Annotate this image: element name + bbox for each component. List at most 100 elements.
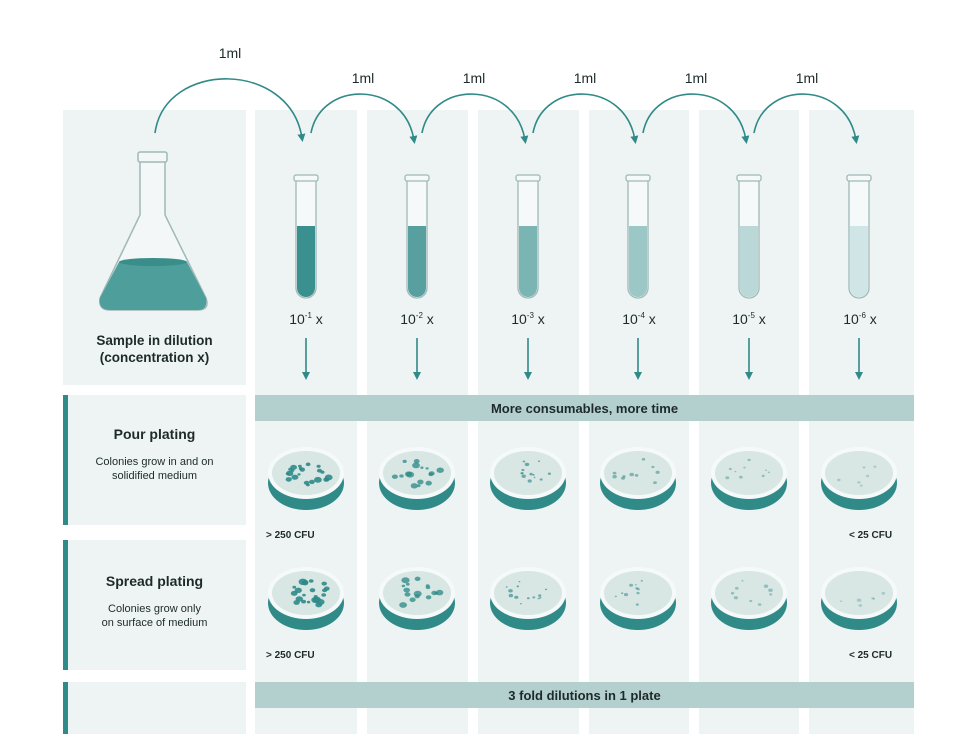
colony <box>505 586 508 588</box>
colony <box>414 576 421 581</box>
colony <box>520 472 524 475</box>
colony <box>402 459 407 463</box>
colony <box>741 579 744 582</box>
bottom-left-panel <box>63 682 246 734</box>
colony <box>623 593 629 597</box>
colony <box>730 591 735 595</box>
colony <box>769 593 773 596</box>
colony <box>403 587 411 593</box>
petri-dish-medium <box>494 451 562 495</box>
spread-cfu-high: > 250 CFU <box>266 650 315 661</box>
colony <box>547 472 552 475</box>
dilution-label-5: 10-5 x <box>732 311 766 327</box>
spread-plating-title: Spread plating <box>105 573 204 589</box>
transfer-arc-icon <box>753 93 860 144</box>
colony <box>391 474 398 479</box>
colony <box>413 590 422 597</box>
colony <box>401 577 410 584</box>
transfer-arc-icon <box>310 93 418 144</box>
pour-desc-line2: solidified medium <box>112 470 197 482</box>
colony <box>858 604 863 607</box>
colony <box>316 468 323 473</box>
colony <box>404 592 411 597</box>
dilution-label-6: 10-6 x <box>843 311 877 327</box>
test-tube-icon <box>736 174 762 299</box>
colony <box>765 469 768 471</box>
pour-panel <box>63 395 246 525</box>
colony <box>532 474 535 476</box>
colony <box>539 596 542 599</box>
spread-cfu-low: < 25 CFU <box>849 650 893 661</box>
colony <box>747 458 751 462</box>
test-tube-rim <box>846 174 872 182</box>
petri-dish-icon <box>379 447 455 510</box>
colony <box>314 476 322 483</box>
petri-dish-icon <box>600 447 676 510</box>
colony <box>425 585 431 590</box>
colony <box>302 593 306 597</box>
colony <box>725 476 730 480</box>
colony <box>537 597 540 600</box>
colony <box>410 483 418 489</box>
colony <box>641 458 646 461</box>
colony <box>529 472 533 476</box>
colony <box>653 481 657 484</box>
colony <box>412 462 420 469</box>
colony <box>524 462 530 467</box>
colony <box>857 481 861 484</box>
transfer-label-2: 1ml <box>462 70 486 86</box>
colony <box>321 593 327 597</box>
colony <box>413 459 420 464</box>
pour-accent <box>63 395 68 525</box>
test-tube-icon <box>293 174 319 299</box>
colony <box>322 588 328 593</box>
test-tube-liquid <box>408 226 426 297</box>
transfer-arc-icon <box>642 93 750 144</box>
transfer-arc-icon <box>532 93 639 144</box>
bottom-accent <box>63 682 68 734</box>
colony <box>634 474 639 477</box>
transfer-label-4: 1ml <box>684 70 708 86</box>
colony <box>749 599 753 603</box>
sample-label-line2: (concentration x) <box>99 350 210 365</box>
band-more-consumables: More consumables, more time <box>255 395 914 421</box>
colony <box>508 593 514 598</box>
colony <box>655 470 660 474</box>
colony <box>518 581 521 583</box>
spread-desc-line1: Colonies grow only <box>108 603 201 615</box>
spread-desc-line2: on surface of medium <box>101 617 208 629</box>
colony <box>533 476 536 479</box>
petri-dish-medium <box>272 451 340 495</box>
test-tube-rim <box>515 174 541 182</box>
colony <box>859 484 863 487</box>
colony <box>311 596 320 604</box>
petri-dish-medium <box>825 571 893 615</box>
petri-dish-icon <box>268 447 344 510</box>
colony <box>522 460 526 463</box>
colony <box>735 586 739 590</box>
colony <box>298 467 303 470</box>
test-tube-liquid <box>740 226 758 297</box>
test-tube-icon <box>625 174 651 299</box>
flask-liquid <box>99 262 207 310</box>
colony <box>516 585 520 588</box>
test-tube-rim <box>293 174 319 182</box>
colony <box>739 475 743 479</box>
colony <box>629 583 634 587</box>
petri-dish-medium <box>383 451 451 495</box>
petri-dish-icon <box>268 567 344 630</box>
test-tube-liquid <box>297 226 315 297</box>
petri-dish-icon <box>821 447 897 510</box>
band-fold-dilutions: 3 fold dilutions in 1 plate <box>255 682 914 708</box>
test-tube-liquid <box>850 226 868 297</box>
colony <box>425 595 432 600</box>
colony <box>306 600 311 604</box>
petri-dish-icon <box>600 567 676 630</box>
pour-desc-line1: Colonies grow in and on <box>95 456 214 468</box>
dilution-label-3: 10-3 x <box>511 311 545 327</box>
colony <box>297 473 301 476</box>
flask-rim <box>137 151 168 163</box>
colony <box>417 484 421 488</box>
